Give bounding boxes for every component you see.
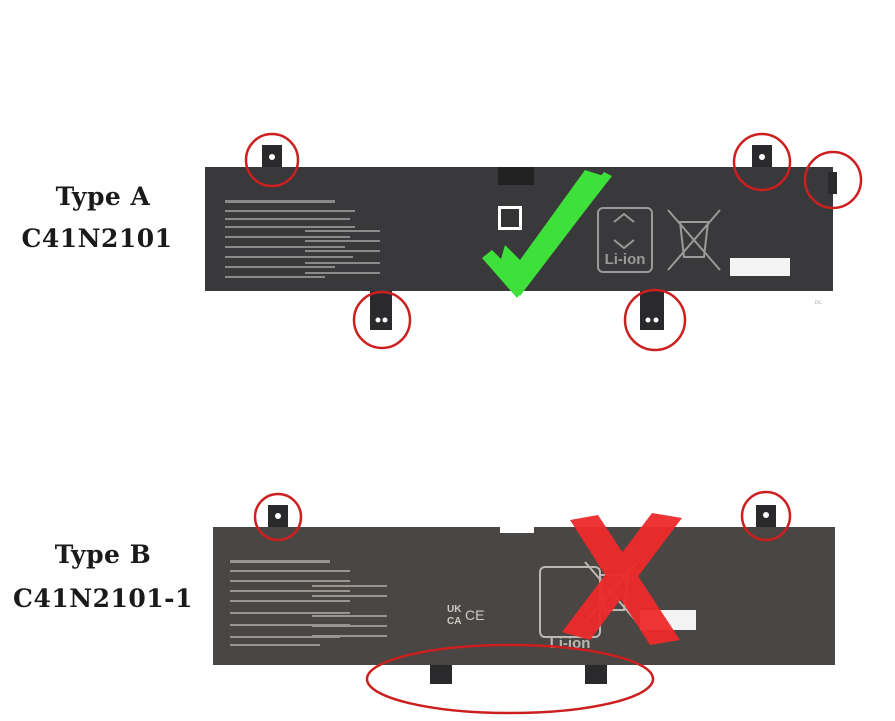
type-b-model: C41N2101-1 — [13, 584, 193, 613]
highlight-circles-b — [253, 490, 792, 715]
ce-mark: CE — [465, 607, 484, 623]
li-ion-label-a: Li-ion — [605, 251, 646, 268]
battery-type-b: UK CA CE Li-ion — [213, 505, 835, 684]
weee-bin-icon — [667, 209, 721, 271]
ukca-mark: UK — [447, 604, 462, 615]
highlight-circles-a — [244, 132, 863, 352]
type-a-model: C41N2101 — [21, 224, 173, 253]
recycle-icon — [613, 212, 635, 250]
x-mark-icon — [562, 513, 682, 645]
battery-type-a: Li-ion DC — [205, 145, 837, 330]
ukca-mark-2: CA — [447, 616, 461, 627]
svg-text:DC: DC — [815, 301, 823, 306]
type-a-label: Type A — [55, 182, 151, 211]
type-b-label: Type B — [54, 540, 152, 569]
